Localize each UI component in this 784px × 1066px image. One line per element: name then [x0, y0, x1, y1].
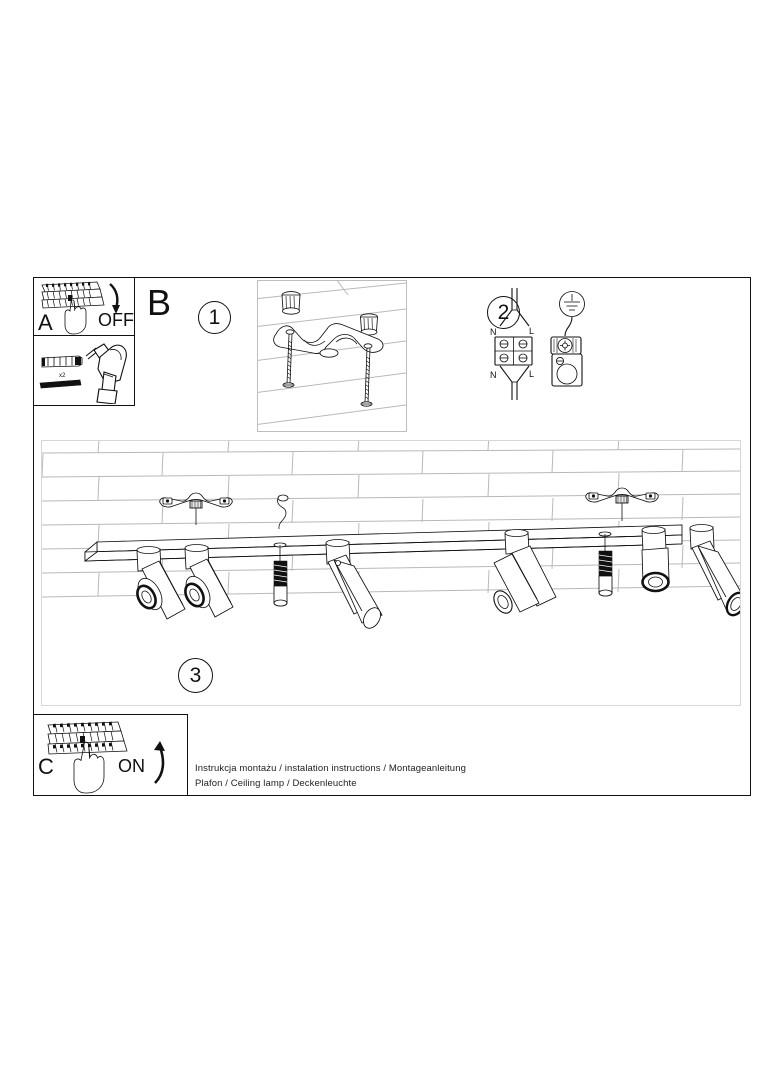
caption-line-2: Plafon / Ceiling lamp / Deckenleuchte: [195, 778, 357, 789]
label-l-bottom: L: [529, 369, 534, 379]
label-n-top: N: [490, 327, 497, 337]
step-3-number: 3: [178, 658, 213, 693]
earth-terminal-clamp: [550, 336, 583, 387]
step-1-number: 1: [198, 301, 231, 334]
panel-c-action-label: ON: [118, 756, 145, 776]
wiring-terminal-block-icon: N L N L: [490, 288, 585, 400]
spot-head-2: [184, 544, 234, 618]
step-2-wiring-diagram: N L N L: [468, 288, 600, 400]
mounting-screw-right: [598, 531, 613, 597]
spot-head-5: [641, 526, 670, 593]
spot-head-4: [493, 529, 557, 614]
panel-a-tools: x2: [33, 336, 135, 406]
lamp-bar-body: [84, 524, 683, 562]
caption-block: Instrukcja montażu / instalation instruc…: [195, 761, 595, 791]
panel-a-letter: A: [38, 310, 53, 335]
spot-head-3: [325, 539, 383, 629]
spot-head-1: [136, 546, 186, 620]
label-n-bottom: N: [490, 370, 497, 380]
panel-b-letter: B: [147, 282, 172, 323]
breaker-panel-off-icon: [41, 281, 120, 335]
step-3-illustration: [41, 440, 741, 706]
panel-c-breaker-on: [33, 714, 188, 796]
panel-a-breaker-off: [33, 277, 135, 336]
breaker-panel-on-icon: [47, 721, 165, 794]
drill-and-wallplug-icon: x2: [39, 343, 127, 404]
ceiling-bracket-mount-icon: [258, 281, 406, 425]
mounting-bracket-left: [159, 492, 233, 525]
ceiling-bar-lamp-assembly: [42, 441, 740, 629]
protective-earth-symbol: [559, 291, 585, 317]
step-1-illustration: [257, 280, 407, 432]
mounting-bracket-right: [585, 487, 659, 521]
panel-a-action-label: OFF: [98, 310, 134, 330]
label-l-top: L: [529, 326, 534, 336]
wallplug-quantity-label: x2: [59, 373, 66, 379]
step-2-number: 2: [487, 296, 520, 329]
spot-head-6: [689, 524, 740, 617]
panel-c-letter: C: [38, 754, 54, 779]
caption-line-1: Instrukcja montażu / instalation instruc…: [195, 763, 466, 774]
power-cable: [277, 494, 289, 530]
mounting-screw-left: [273, 542, 288, 607]
